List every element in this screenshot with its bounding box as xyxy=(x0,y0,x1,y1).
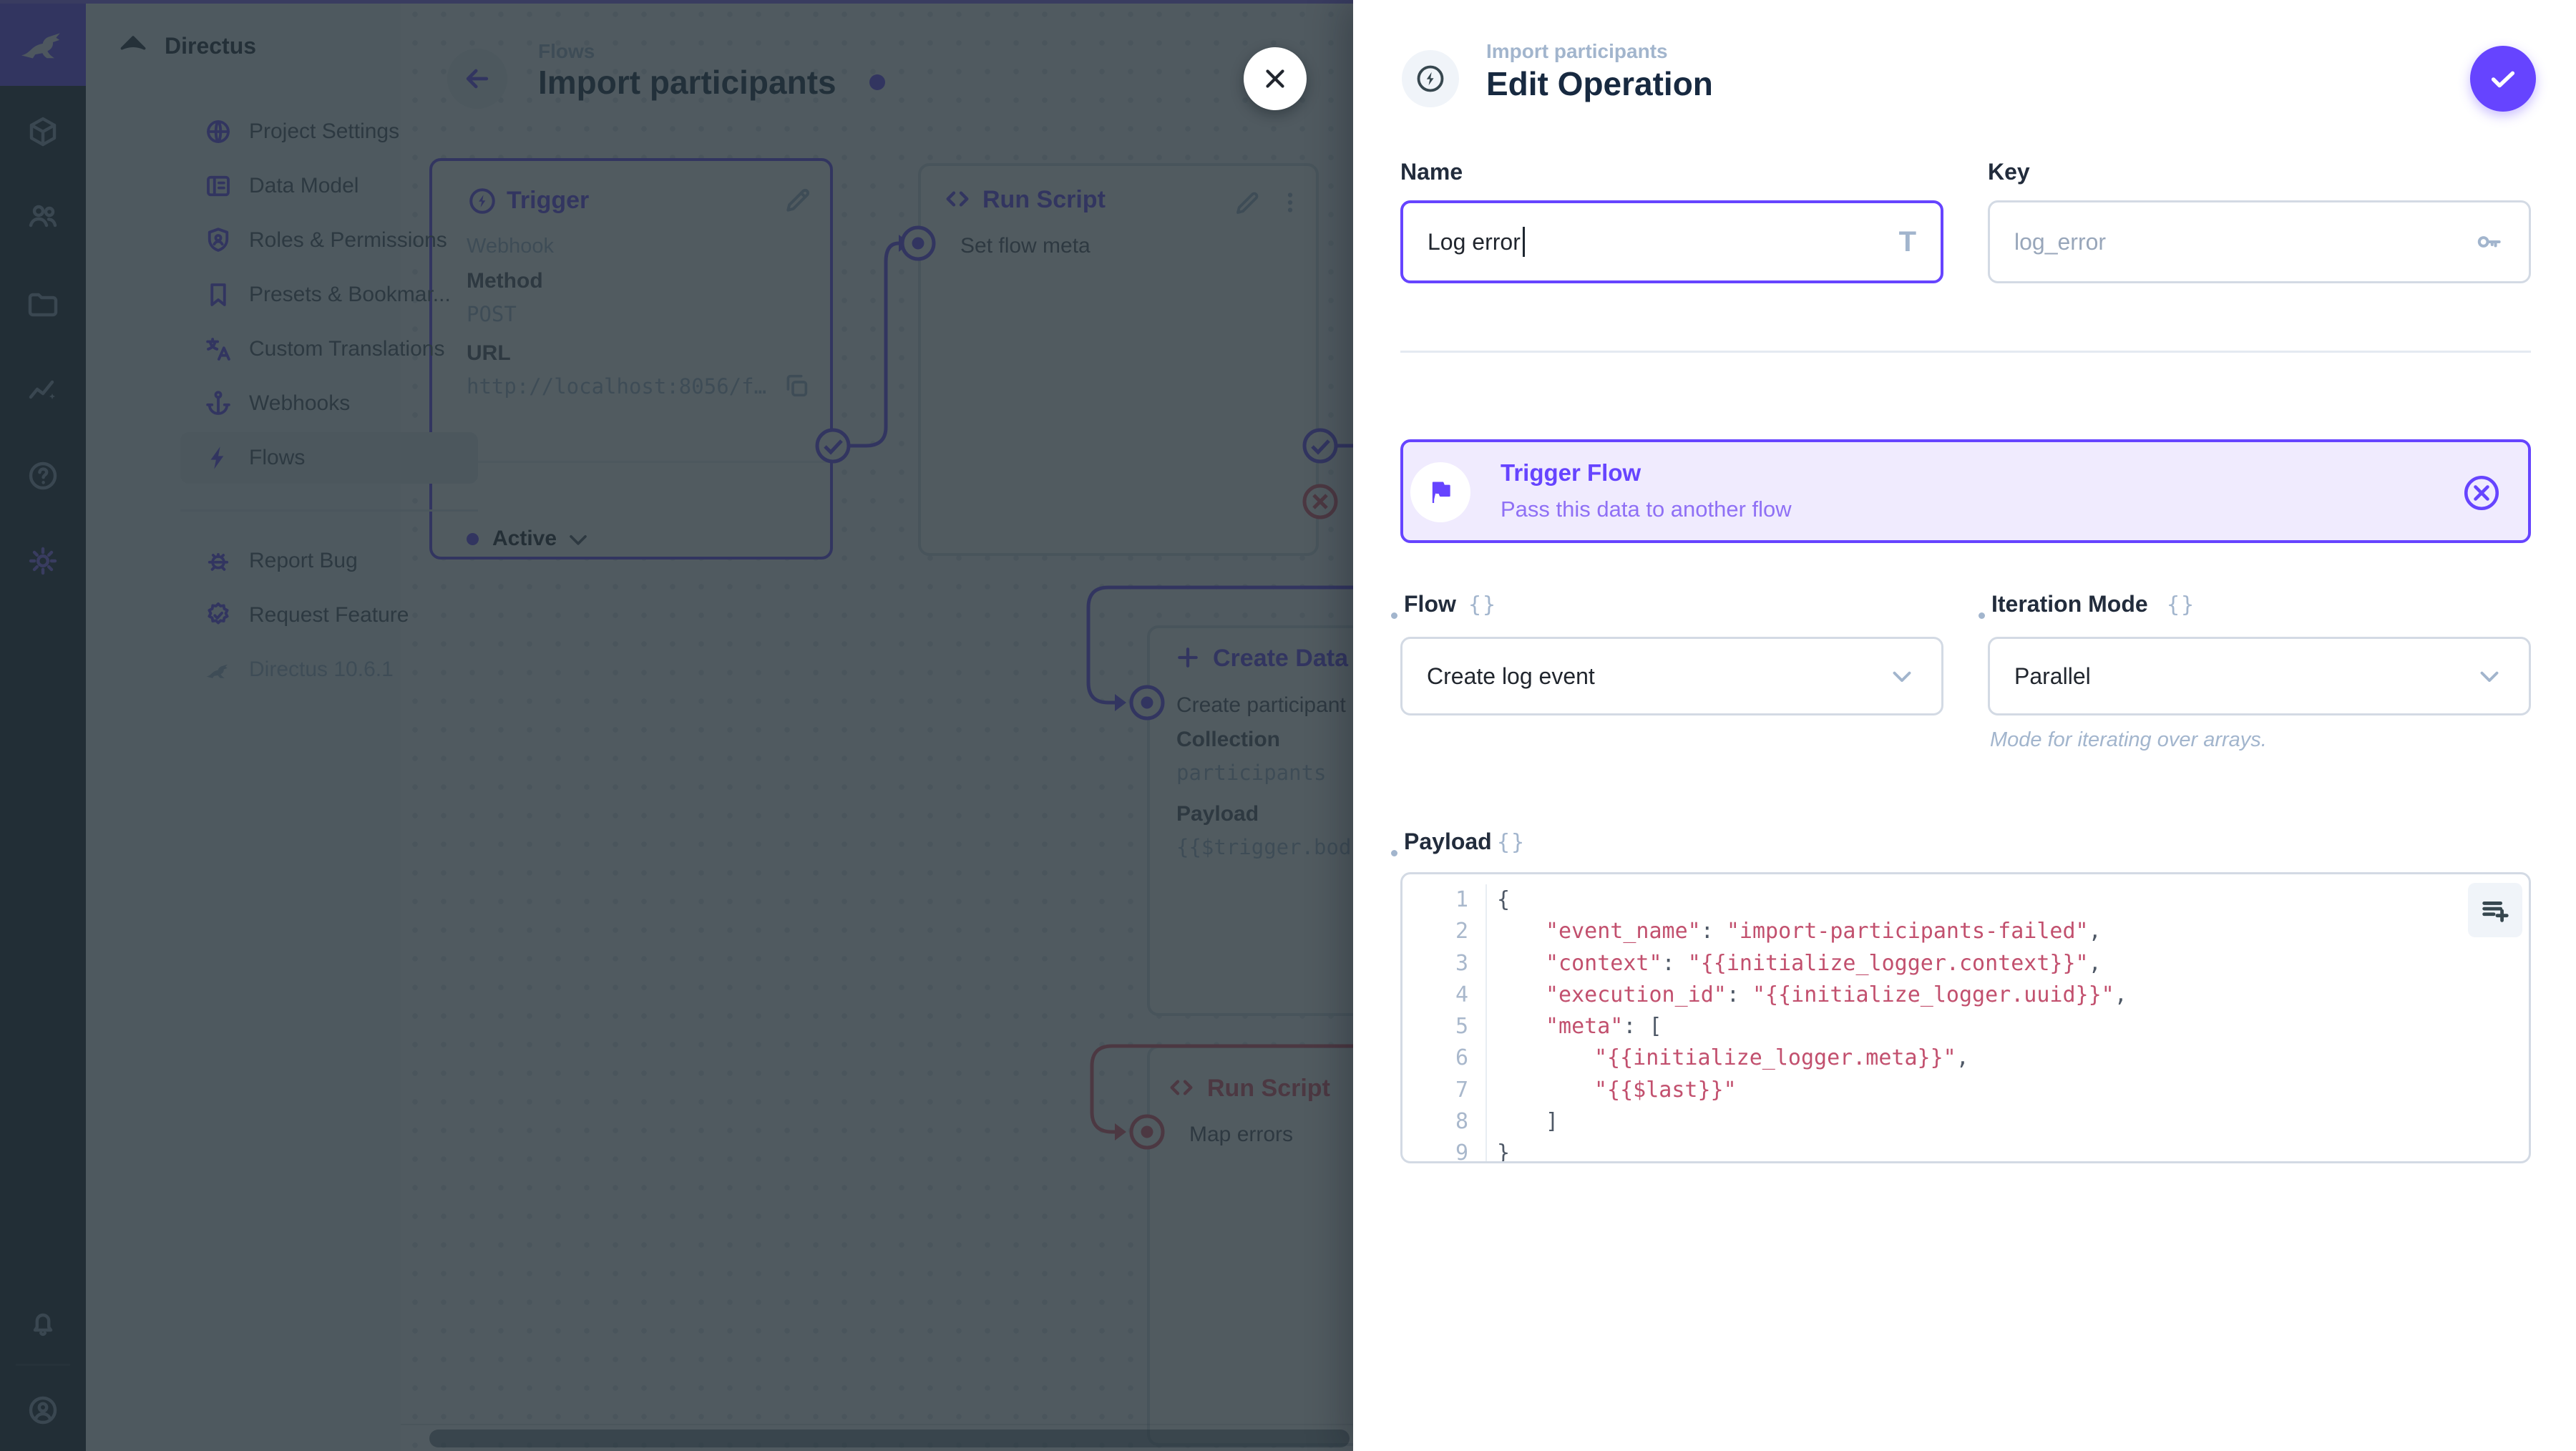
check-icon xyxy=(2487,62,2519,95)
operation-icon-button[interactable] xyxy=(1402,50,1459,107)
drawer-title: Edit Operation xyxy=(1486,65,1713,102)
close-drawer-button[interactable] xyxy=(1244,47,1307,110)
save-button[interactable] xyxy=(2470,46,2536,112)
drawer-breadcrumb[interactable]: Import participants xyxy=(1486,40,1668,62)
edit-operation-drawer: Import participants Edit Operation xyxy=(1353,0,2576,1451)
drawer-overlay[interactable] xyxy=(0,0,1353,1451)
close-icon xyxy=(1260,64,1290,94)
bolt-circle-icon xyxy=(1414,62,1447,95)
